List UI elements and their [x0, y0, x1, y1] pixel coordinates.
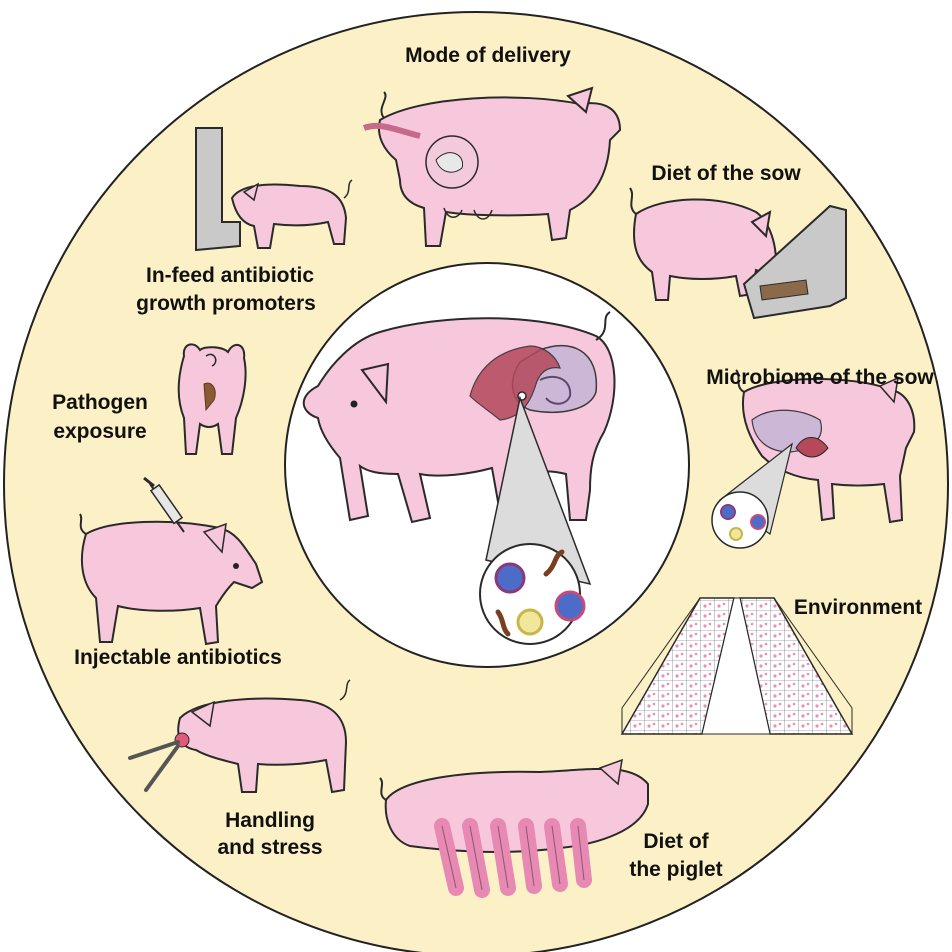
label-handling-line2: and stress: [217, 836, 322, 859]
label-pathogen-line2: exposure: [53, 420, 146, 443]
label-pathogen-line1: Pathogen: [52, 391, 148, 414]
label-infeed-line1: In-feed antibiotic: [146, 264, 314, 287]
label-injectable: Injectable antibiotics: [74, 646, 282, 669]
label-diet-piglet-line1: Diet of: [643, 830, 709, 853]
label-environment: Environment: [794, 596, 922, 619]
label-diet-piglet-line2: the piglet: [629, 858, 722, 881]
label-mode-of-delivery: Mode of delivery: [405, 44, 571, 67]
label-infeed-line2: growth promoters: [136, 292, 316, 315]
label-handling-line1: Handling: [225, 809, 315, 832]
label-diet-of-sow: Diet of the sow: [651, 162, 801, 185]
label-microbiome-sow: Microbiome of the sow: [706, 366, 934, 389]
